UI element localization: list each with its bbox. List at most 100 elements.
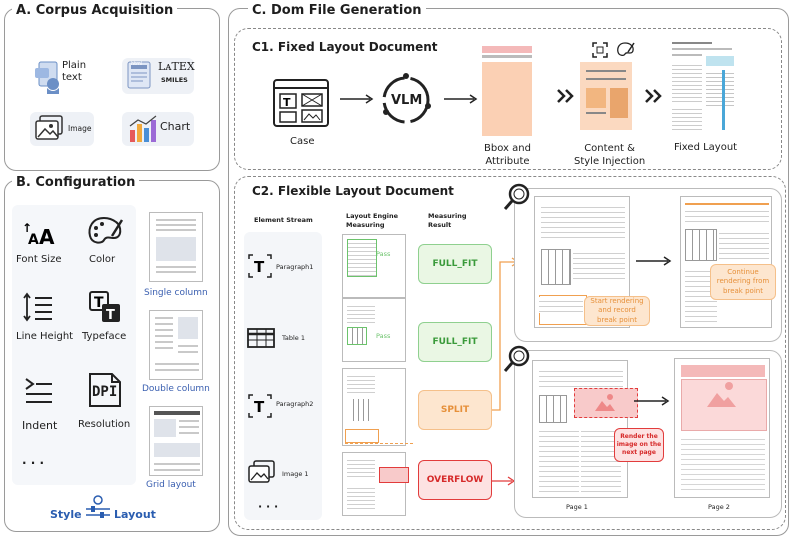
- overflow-image-block: [574, 388, 638, 418]
- grid-layout-thumb: [149, 406, 203, 476]
- note-continue-breakpoint: Continue rendering from break point: [710, 264, 776, 300]
- arrow-case-vlm: [340, 94, 374, 104]
- panel-c-title: C. Dom File Generation: [248, 3, 426, 18]
- single-column-label: Single column: [144, 288, 208, 298]
- svg-text:A: A: [28, 232, 39, 248]
- magnifier-icon-1: [503, 183, 530, 210]
- c2-section: [234, 176, 786, 530]
- svg-text:T: T: [254, 398, 265, 416]
- overflow-connector: [492, 476, 516, 486]
- latex-label: LᴀTEX: [158, 60, 195, 73]
- bbox-label: Bbox and Attribute: [484, 143, 531, 167]
- vlm-icon: [382, 73, 431, 124]
- case-label: Case: [290, 136, 315, 147]
- measure-doc-3: [342, 368, 413, 446]
- fixed-layout-doc: [670, 40, 736, 132]
- pass-label-1: Pass: [376, 250, 391, 258]
- panel-b-title: B. Configuration: [12, 175, 140, 190]
- bbox-scan-icon: [592, 42, 608, 58]
- element-more: · · ·: [258, 500, 279, 513]
- panel-a-title: A. Corpus Acquisition: [12, 3, 178, 18]
- image-icon: [35, 115, 63, 140]
- palette-icon: [88, 216, 124, 244]
- plain-text-label: Plain text: [62, 60, 87, 83]
- svg-text:T: T: [106, 308, 115, 323]
- double-column-thumb: [149, 310, 203, 380]
- indent-icon: [25, 378, 52, 403]
- html-tag: html: [131, 61, 143, 67]
- result-split: SPLIT: [418, 390, 492, 430]
- paragraph2-icon: T: [248, 394, 272, 418]
- result-full-fit-2: FULL_FIT: [418, 322, 492, 362]
- element-table1: Table 1: [282, 334, 306, 342]
- page1-label: Page 1: [566, 503, 588, 511]
- element-paragraph1: Paragraph1: [276, 263, 314, 271]
- line-height-label: Line Height: [16, 331, 74, 342]
- double-column-label: Double column: [142, 384, 210, 394]
- more-configs: · · ·: [22, 456, 45, 470]
- svg-text:A: A: [39, 225, 55, 249]
- page2-image-glyph: [707, 382, 736, 407]
- page2-label: Page 2: [708, 503, 730, 511]
- image-element-icon: [248, 460, 275, 483]
- c2-title: C2. Flexible Layout Document: [252, 184, 454, 198]
- element-paragraph2: Paragraph2: [276, 400, 314, 408]
- dpi-icon: [89, 373, 121, 407]
- arrow-vlm-bbox: [444, 94, 478, 104]
- measure-doc-4: [342, 452, 409, 516]
- dpi-text: DPI: [92, 384, 118, 400]
- col-header-element-stream: Element Stream: [254, 216, 313, 224]
- config-grid-bg: [12, 205, 136, 485]
- fixed-layout-label: Fixed Layout: [674, 142, 738, 153]
- table-icon: [247, 328, 275, 348]
- typeface-icon: T T: [89, 291, 120, 323]
- layout-label: Layout: [114, 508, 156, 521]
- arrow-overflow-next: [634, 396, 670, 406]
- svg-text:T: T: [254, 258, 265, 276]
- c1-title: C1. Fixed Layout Document: [252, 40, 438, 54]
- indent-label: Indent: [22, 419, 58, 432]
- magnifier-icon-2: [503, 345, 530, 372]
- element-image1: Image 1: [282, 470, 309, 478]
- style-label: Style: [50, 508, 82, 521]
- grid-layout-label: Grid layout: [146, 480, 196, 490]
- palette-small-icon: [617, 42, 635, 56]
- double-chevron-2: [645, 89, 662, 103]
- measure-doc-1: [342, 234, 406, 298]
- pass-label-2: Pass: [376, 332, 391, 340]
- font-size-icon: ↑ A A: [22, 221, 55, 249]
- double-chevron-1: [557, 89, 574, 103]
- svg-text:T: T: [283, 96, 291, 109]
- color-label: Color: [89, 254, 116, 265]
- svg-text:↑: ↑: [22, 221, 32, 235]
- latex-icon: [127, 61, 151, 89]
- result-overflow: OVERFLOW: [418, 460, 492, 500]
- single-column-thumb: [149, 212, 203, 282]
- c1-section: [234, 28, 782, 170]
- result-full-fit-1: FULL_FIT: [418, 244, 492, 284]
- chart-icon: [129, 115, 157, 142]
- col-header-measuring-result: Measuring Result: [428, 212, 467, 229]
- case-icon: T: [273, 79, 329, 127]
- note-record-breakpoint: Start rendering and record break point: [584, 296, 650, 326]
- overflow-page1: [532, 360, 628, 498]
- col-header-layout-engine: Layout Engine Measuring: [346, 212, 399, 229]
- line-height-icon: [23, 292, 52, 322]
- paragraph-icon: T: [248, 254, 272, 278]
- overflow-image-glyph: [595, 394, 615, 411]
- vlm-text: VLM: [391, 93, 423, 108]
- image-label: Image: [68, 124, 92, 133]
- split-page2: [680, 196, 772, 328]
- overflow-page2: [674, 358, 770, 498]
- measure-doc-2: [342, 298, 406, 362]
- resolution-label: Resolution: [78, 419, 131, 430]
- injection-label: Content & Style Injection: [574, 143, 646, 167]
- arrow-page-continue: [636, 256, 672, 266]
- plain-text-icon: [35, 61, 59, 94]
- slider-gear-icon: [86, 495, 110, 518]
- chart-label: Chart: [160, 120, 191, 133]
- split-page1: [534, 196, 630, 328]
- note-render-next-page: Render the image on the next page: [614, 428, 664, 462]
- font-size-label: Font Size: [16, 254, 62, 265]
- svg-text:T: T: [94, 295, 104, 311]
